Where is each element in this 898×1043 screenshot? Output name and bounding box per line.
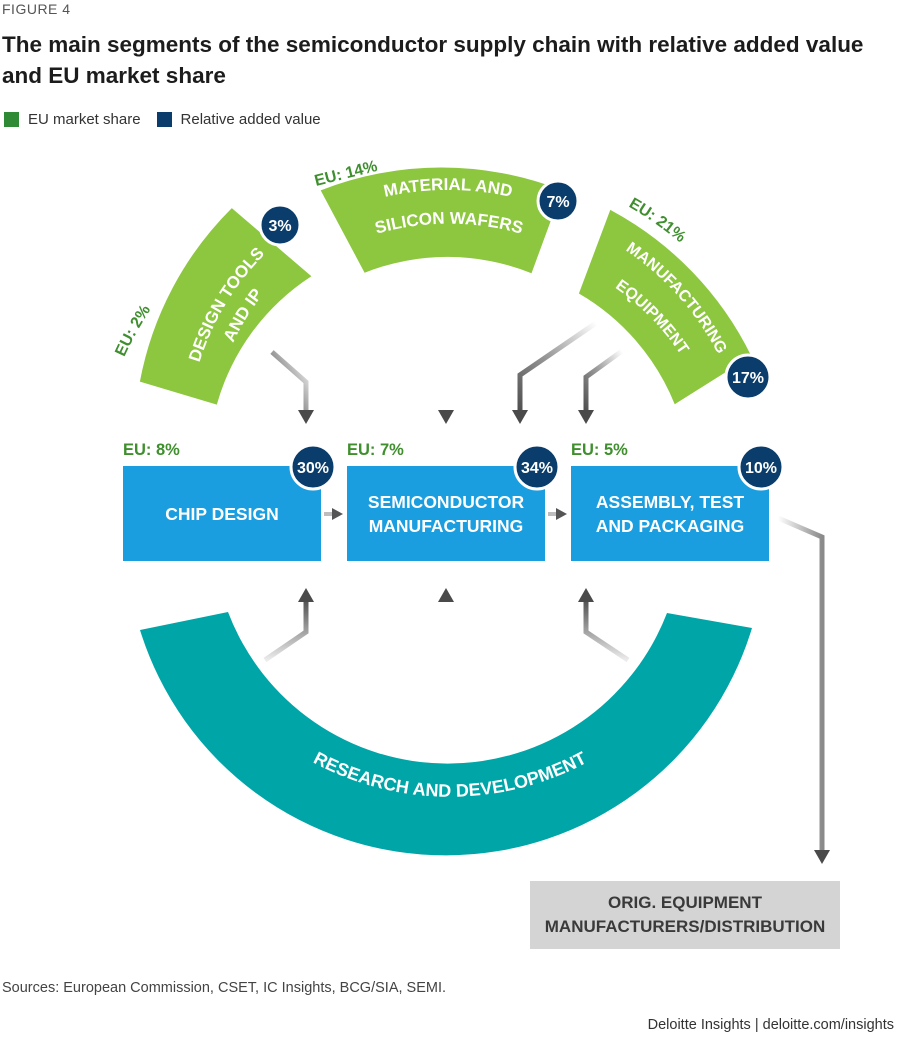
materials-segment — [320, 167, 562, 274]
arrow-head-design — [298, 410, 314, 424]
legend-swatch-green — [4, 112, 19, 127]
materials-value-badge: 7% — [536, 179, 580, 223]
arrow-head-oem — [814, 850, 830, 864]
legend-label-added-value: Relative added value — [180, 111, 321, 128]
oem-label-2: MANUFACTURERS/DISTRIBUTION — [544, 917, 826, 936]
arrow-head-equipment-2 — [578, 410, 594, 424]
equipment-segment — [578, 209, 752, 405]
legend-label-eu-share: EU market share — [28, 111, 141, 128]
figure-title: The main segments of the semiconductor s… — [2, 32, 864, 88]
legend-swatch-navy — [156, 112, 172, 127]
svg-text:7%: 7% — [546, 194, 569, 211]
svg-text:3%: 3% — [268, 218, 291, 235]
manufacturing-label-2: MANUFACTURING — [368, 515, 524, 536]
assembly-label-2: AND PACKAGING — [595, 515, 745, 536]
arrow-equipment-to-manufacturing — [517, 320, 598, 412]
design-tools-value-badge: 3% — [258, 203, 302, 247]
assembly-box: ASSEMBLY, TEST AND PACKAGING — [571, 466, 769, 561]
arrow-research-to-chip-design — [263, 600, 309, 663]
credit-line: Deloitte Insights | deloitte.com/insight… — [647, 1017, 894, 1033]
chip-design-label: CHIP DESIGN — [165, 503, 279, 524]
arrow-equipment-to-assembly — [583, 348, 624, 412]
manufacturing-box: SEMICONDUCTOR MANUFACTURING — [347, 466, 545, 561]
legend: EU market share Relative added value — [4, 111, 337, 128]
assembly-eu-share: EU: 5% — [571, 441, 628, 459]
arrow-design-tools-to-chip-design — [270, 350, 309, 412]
stage-arrow-2 — [556, 508, 567, 520]
chip-design-box: CHIP DESIGN — [123, 466, 321, 561]
svg-text:17%: 17% — [732, 370, 764, 387]
equipment-value-badge: 17% — [724, 353, 772, 401]
arrow-head-research-1 — [298, 588, 314, 602]
arrow-assembly-to-oem — [777, 515, 825, 852]
manufacturing-eu-share: EU: 7% — [347, 441, 404, 459]
research-segment — [140, 612, 752, 856]
chip-design-eu-share: EU: 8% — [123, 441, 180, 459]
legend-item-eu-share: EU market share — [4, 111, 141, 128]
assembly-label-1: ASSEMBLY, TEST — [595, 491, 745, 512]
oem-label-1: ORIG. EQUIPMENT — [608, 893, 762, 912]
design-tools-segment — [139, 208, 312, 405]
manufacturing-label-1: SEMICONDUCTOR — [367, 491, 525, 512]
legend-item-added-value: Relative added value — [156, 111, 321, 128]
arrow-head-equipment-1 — [512, 410, 528, 424]
oem-box: ORIG. EQUIPMENT MANUFACTURERS/DISTRIBUTI… — [530, 881, 840, 949]
arrow-head-research-3 — [578, 588, 594, 602]
arrow-head-research-2 — [438, 588, 454, 602]
sources-note: Sources: European Commission, CSET, IC I… — [2, 980, 447, 996]
arrow-head-materials — [438, 410, 454, 424]
arrow-research-to-assembly — [583, 600, 630, 663]
figure-label: FIGURE 4 — [2, 1, 71, 17]
stage-arrow-1 — [332, 508, 343, 520]
